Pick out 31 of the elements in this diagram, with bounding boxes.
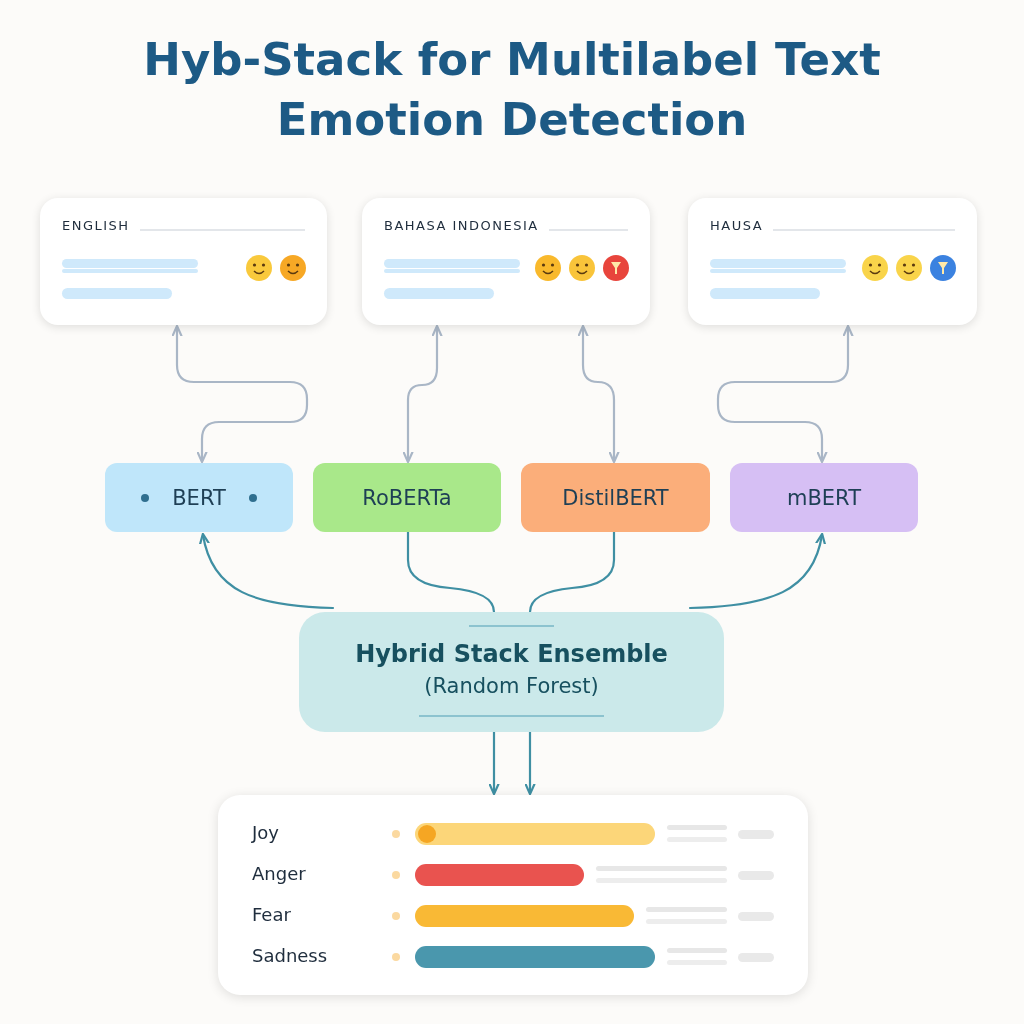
model-label: DistilBERT: [562, 485, 669, 510]
ensemble-title: Hybrid Stack Ensemble: [354, 640, 669, 668]
emotion-label: Sadness: [252, 945, 328, 966]
emotion-label: Fear: [252, 904, 291, 925]
diagram-title: Hyb-Stack for Multilabel Text Emotion Detection: [142, 32, 882, 148]
ensemble-subtitle: (Random Forest): [423, 674, 600, 698]
arrow: [402, 324, 443, 464]
arrow: [524, 730, 536, 796]
arrow: [171, 324, 309, 464]
card-heading: HAUSA: [710, 218, 764, 233]
model-box: [730, 463, 918, 532]
arrow: [688, 532, 826, 610]
emotion-label: Joy: [252, 822, 279, 843]
arrow: [577, 324, 620, 464]
arrow: [199, 532, 335, 610]
model-label: RoBERTa: [362, 485, 452, 510]
model-box: [105, 463, 293, 532]
model-label: mBERT: [787, 485, 861, 510]
card-heading: BAHASA INDONESIA: [384, 218, 539, 233]
model-label: BERT: [172, 485, 226, 510]
language-card: [362, 198, 650, 325]
arrow: [488, 730, 500, 796]
language-card: [688, 198, 977, 325]
model-box: [521, 463, 710, 532]
arrow: [716, 324, 854, 464]
model-box: [313, 463, 501, 532]
language-card: [40, 198, 327, 325]
emotion-output-panel: [218, 795, 808, 995]
emotion-label: Anger: [252, 863, 306, 884]
ensemble-box: [299, 612, 724, 732]
card-heading: ENGLISH: [62, 218, 130, 233]
